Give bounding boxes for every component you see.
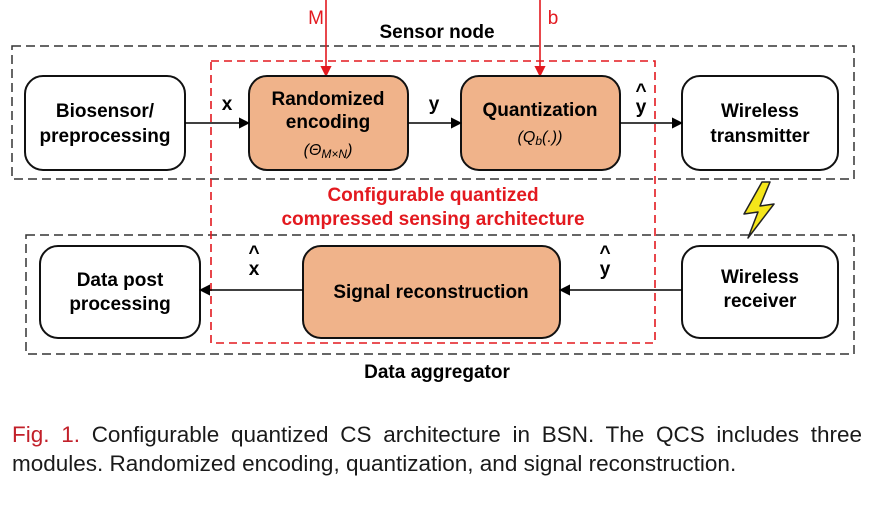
randomized-encoding-block: Randomized encoding (ΘM×N): [248, 75, 409, 171]
svg-text:Wireless: Wireless: [721, 267, 799, 288]
wireless-link-lightning-icon: [743, 181, 775, 239]
figure-caption: Fig. 1. Configurable quantized CS archit…: [12, 420, 862, 478]
qcs-label-line2: compressed sensing architecture: [281, 209, 584, 230]
svg-text:Wireless: Wireless: [721, 101, 799, 122]
x-signal-label: x: [222, 94, 233, 115]
caption-text: Configurable quantized CS architecture i…: [12, 422, 862, 476]
sensor-node-group: [11, 45, 855, 180]
svg-text:(Qb(.)): (Qb(.)): [518, 129, 563, 148]
qcs-region: [210, 60, 656, 344]
svg-text:receiver: receiver: [724, 291, 798, 312]
y-hat-out-caret: ^: [635, 81, 646, 102]
svg-text:Biosensor/: Biosensor/: [56, 101, 155, 122]
svg-text:transmitter: transmitter: [710, 126, 810, 147]
signal-reconstruction-block: Signal reconstruction: [302, 245, 561, 339]
architecture-diagram: Sensor node Data aggregator Configurable…: [11, 0, 855, 383]
qcs-label-line1: Configurable quantized: [327, 185, 538, 206]
x-hat-label: x: [249, 259, 260, 280]
figure-label: Fig. 1.: [12, 422, 80, 447]
y-signal-label: y: [429, 94, 440, 115]
wireless-receiver-block: Wireless receiver: [681, 245, 839, 339]
svg-text:processing: processing: [69, 294, 170, 315]
svg-text:Data post: Data post: [77, 270, 164, 291]
svg-text:Signal reconstruction: Signal reconstruction: [333, 282, 528, 303]
b-input-label: b: [548, 8, 559, 29]
svg-text:preprocessing: preprocessing: [40, 126, 171, 147]
svg-text:Quantization: Quantization: [482, 100, 597, 121]
svg-text:encoding: encoding: [286, 112, 370, 133]
y-hat-in-caret: ^: [599, 243, 610, 264]
y-hat-in-label: y: [600, 259, 611, 280]
quantization-block: Quantization (Qb(.)): [460, 75, 621, 171]
wireless-transmitter-block: Wireless transmitter: [681, 75, 839, 171]
data-aggregator-label: Data aggregator: [364, 362, 510, 383]
m-input-label: M: [308, 8, 324, 29]
data-aggregator-group: [25, 234, 855, 355]
svg-text:(ΘM×N): (ΘM×N): [304, 142, 353, 161]
data-post-processing-block: Data post processing: [39, 245, 201, 339]
sensor-node-label: Sensor node: [379, 22, 494, 43]
y-hat-out-label: y: [636, 97, 647, 118]
x-hat-caret: ^: [248, 243, 259, 264]
biosensor-block: Biosensor/ preprocessing: [24, 75, 186, 171]
svg-text:Randomized: Randomized: [272, 89, 385, 110]
